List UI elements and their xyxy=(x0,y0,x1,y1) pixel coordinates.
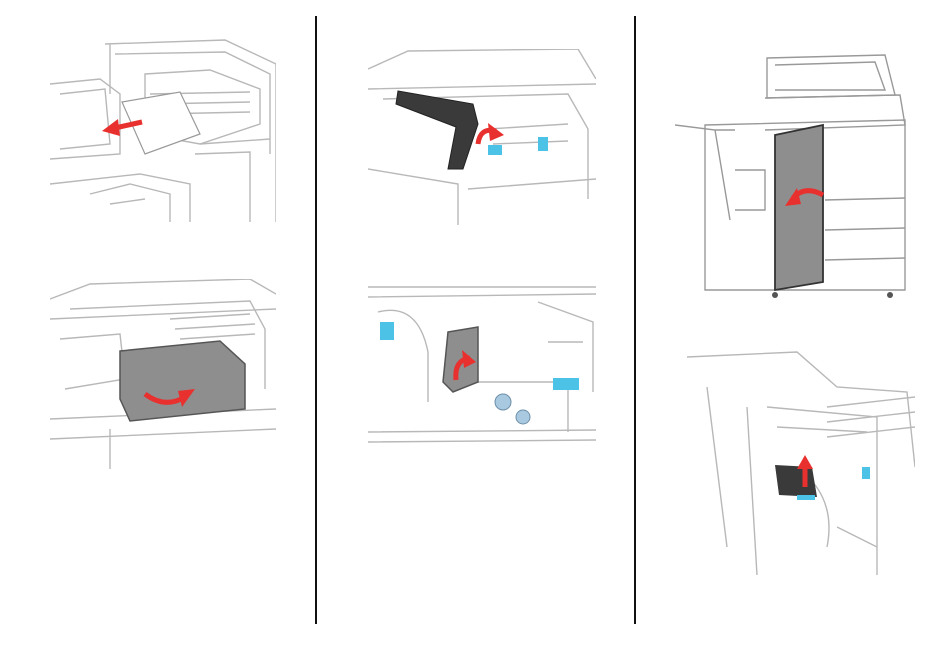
raise-handle-step xyxy=(687,347,915,575)
remove-paper-step xyxy=(50,34,276,222)
blue-tab xyxy=(488,145,502,155)
printer-illustration xyxy=(50,34,276,222)
column-divider-left xyxy=(315,16,317,624)
column-divider-right xyxy=(634,16,636,624)
guide-arm xyxy=(396,91,478,169)
handle-bracket xyxy=(775,465,817,497)
front-door xyxy=(775,125,823,290)
rotate-lever-step xyxy=(368,282,596,448)
close-cover-step xyxy=(50,279,276,469)
cover-panel xyxy=(120,341,245,421)
lift-guide-step xyxy=(368,49,596,225)
open-front-door-step xyxy=(675,50,915,302)
